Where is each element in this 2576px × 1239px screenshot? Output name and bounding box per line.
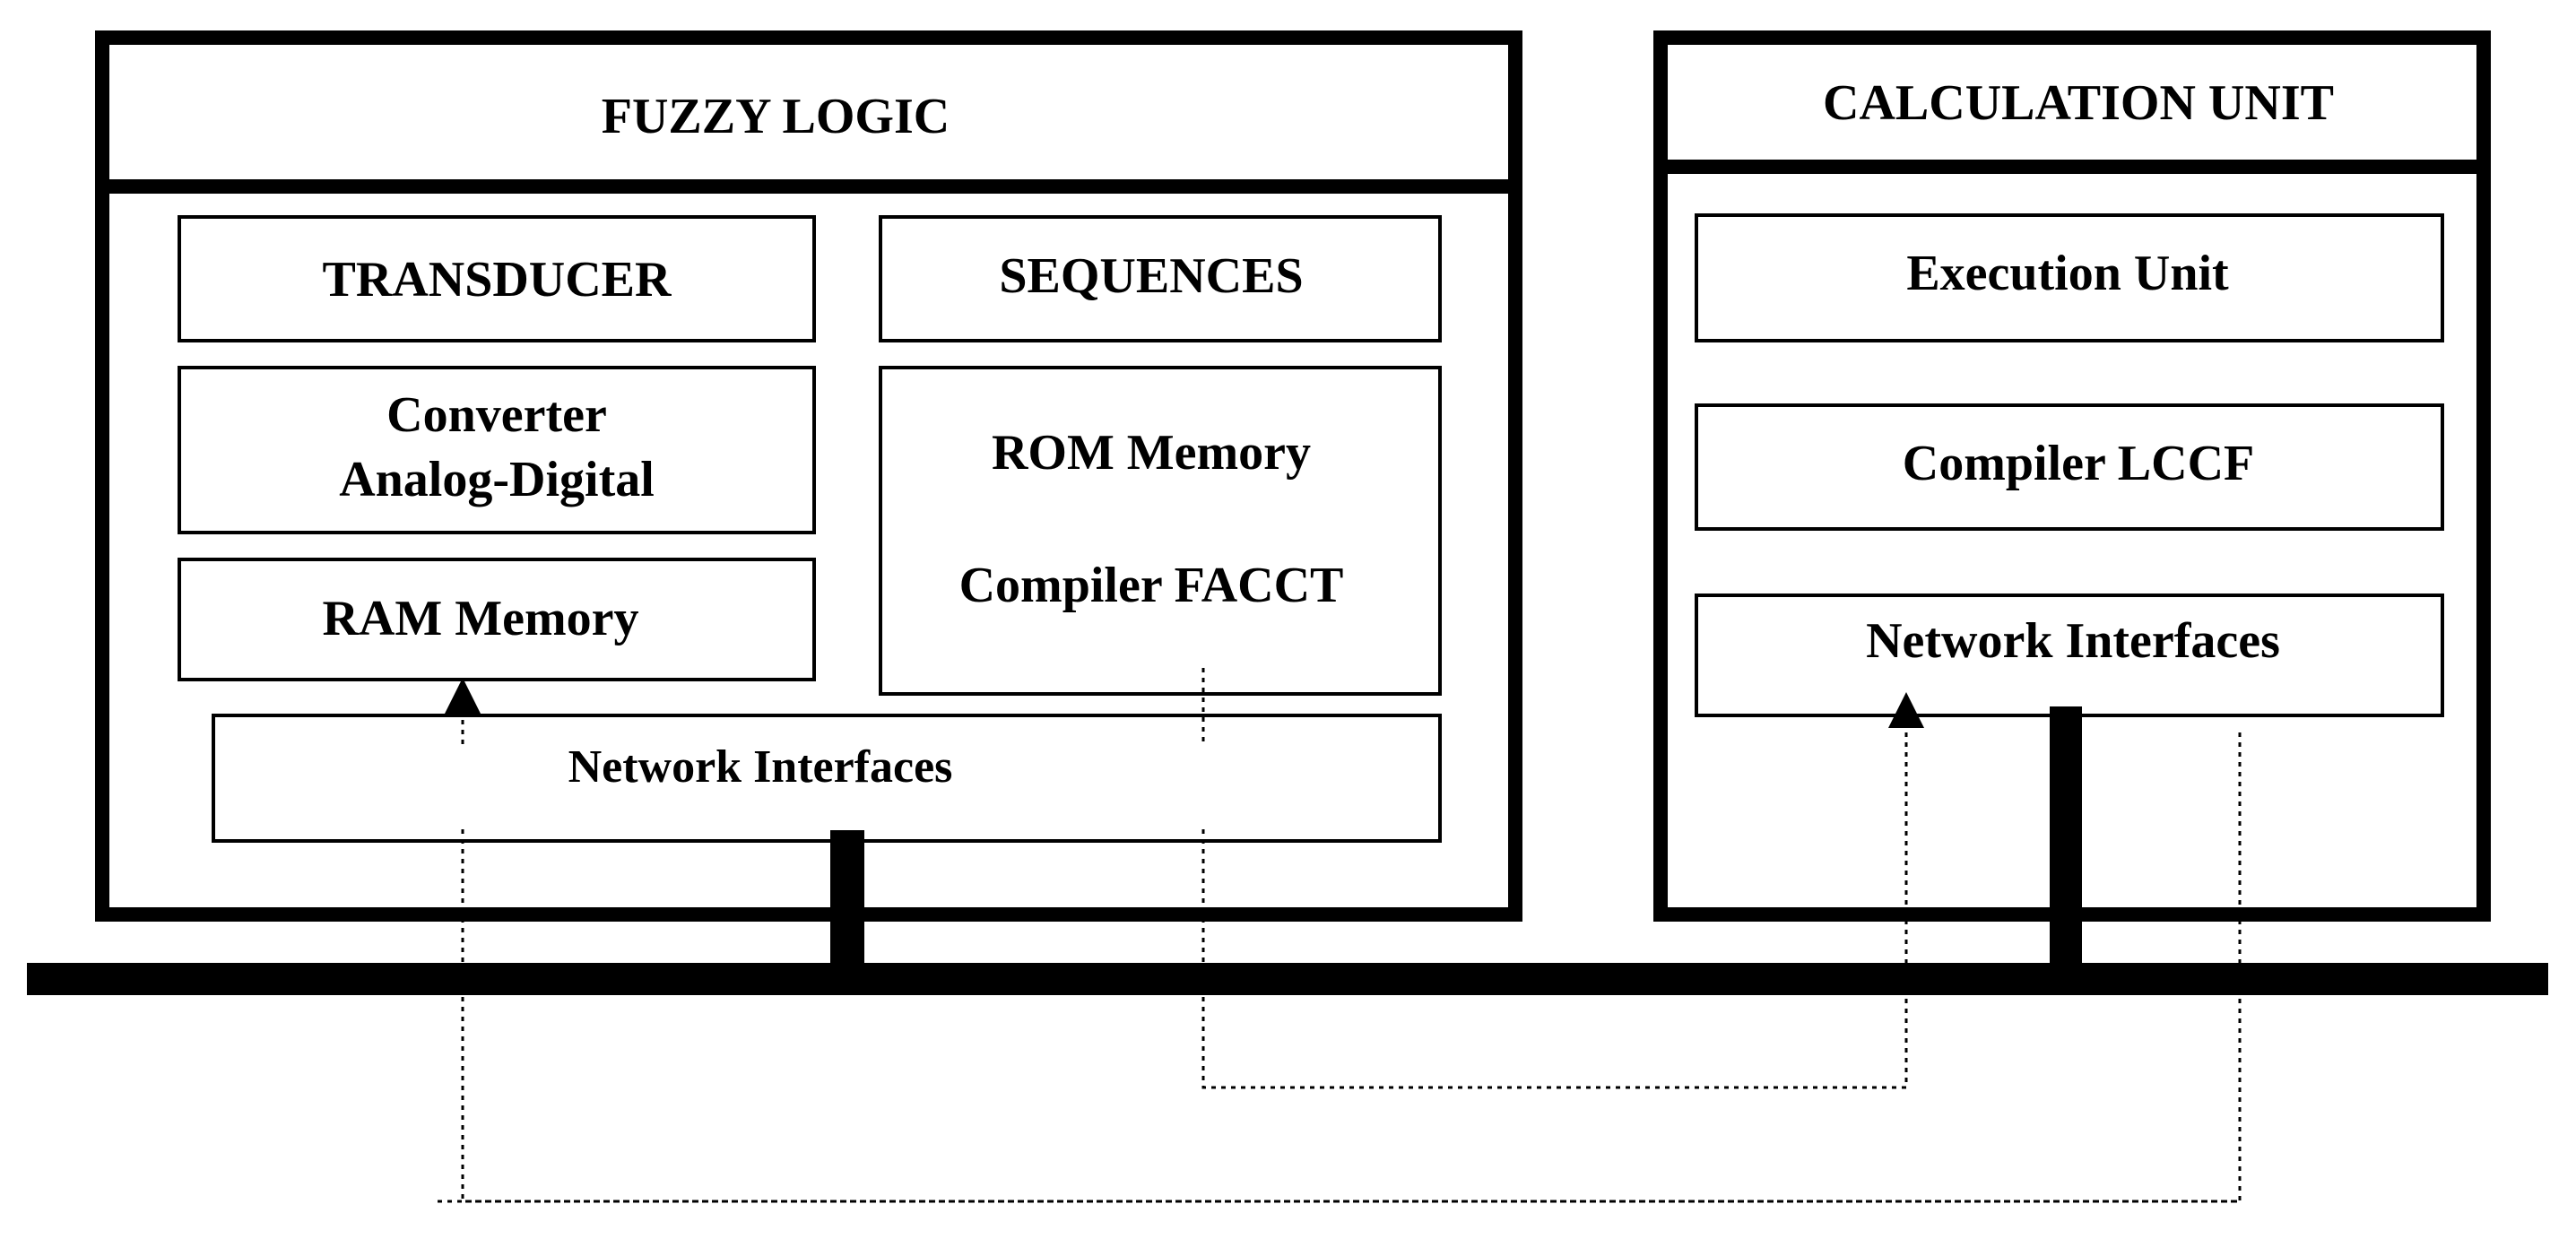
calc-network-arrow-icon	[1888, 692, 1924, 728]
transducer-box	[178, 215, 816, 342]
calc-network-interfaces-label: Network Interfaces	[1866, 613, 2280, 669]
fuzzy-bus-connector	[830, 830, 864, 966]
compiler-lccf-label: Compiler LCCF	[1903, 436, 2255, 491]
rom-compiler-box	[879, 366, 1442, 696]
converter-label-line2: Analog-Digital	[339, 452, 655, 507]
sequences-label: SEQUENCES	[999, 248, 1303, 304]
fuzzy-logic-block: FUZZY LOGIC TRANSDUCER SEQUENCES Convert…	[95, 30, 1522, 922]
ram-memory-label: RAM Memory	[323, 591, 639, 646]
execution-unit-label: Execution Unit	[1906, 246, 2229, 301]
transducer-label: TRANSDUCER	[323, 252, 672, 308]
sequences-box	[879, 215, 1442, 342]
calculation-unit-title: CALCULATION UNIT	[1823, 75, 2334, 131]
fuzzy-logic-title: FUZZY LOGIC	[602, 89, 950, 144]
converter-label-line1: Converter	[386, 387, 607, 443]
compiler-lccf-box	[1695, 403, 2444, 531]
compiler-facct-label: Compiler FACCT	[959, 558, 1344, 613]
dotted-signal-paths	[461, 668, 2242, 1203]
ram-memory-box	[178, 558, 816, 681]
converter-box	[178, 366, 816, 534]
compiler-to-calc-signal-line	[1201, 724, 1908, 1089]
fuzzy-network-interfaces-box	[212, 714, 1442, 843]
calc-bus-connector	[2050, 706, 2082, 966]
ram-memory-arrow-icon	[445, 678, 481, 714]
fuzzy-logic-frame	[95, 30, 1522, 922]
network-bus	[27, 963, 2548, 995]
fuzzy-network-interfaces-label: Network Interfaces	[568, 741, 953, 793]
execution-unit-box	[1695, 213, 2444, 342]
rom-memory-label: ROM Memory	[992, 425, 1311, 481]
